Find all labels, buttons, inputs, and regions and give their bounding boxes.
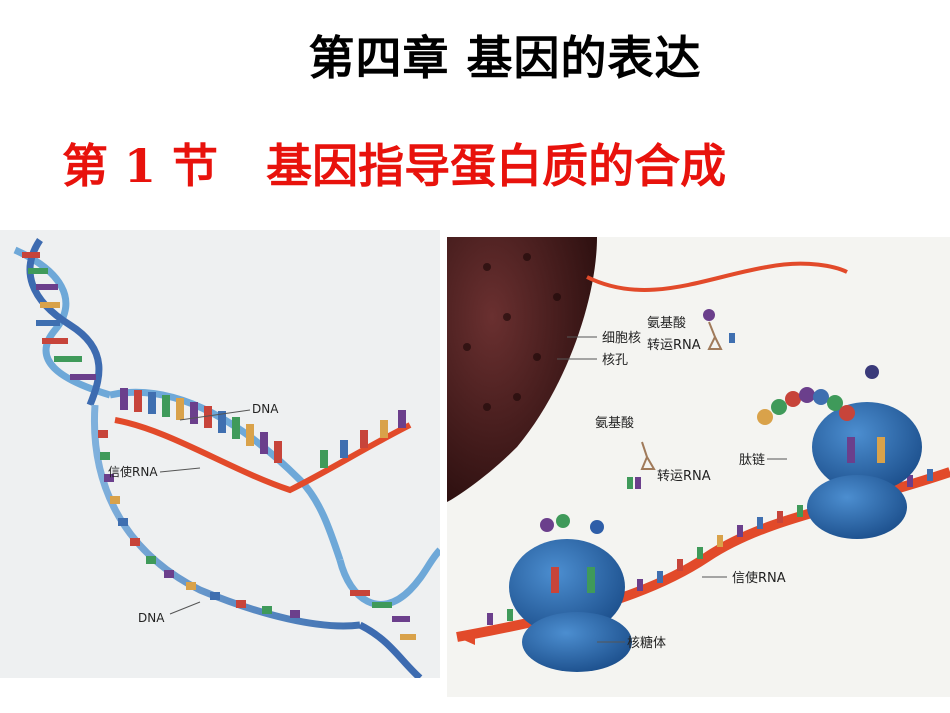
- label-nuclear-pore: 核孔: [602, 353, 628, 368]
- dna-helix-bottom-a: [336, 547, 440, 608]
- translation-figure: 细胞核 核孔 氨基酸 转运RNA 氨基酸 转运RNA 肽链 信使RNA 核糖体: [447, 237, 950, 697]
- label-mrna-right: 信使RNA: [732, 570, 786, 586]
- label-dna-top: DNA: [252, 402, 279, 416]
- dna-bases-lower: [98, 430, 300, 618]
- trna-free-2: [627, 441, 656, 489]
- slide-subtitle: 第 1 节 基因指导蛋白质的合成: [62, 139, 727, 193]
- trna-free-1: [703, 309, 735, 350]
- label-peptide-chain: 肽链: [739, 453, 765, 468]
- nucleus: [447, 237, 597, 502]
- mrna-exiting-nucleus: [586, 261, 848, 292]
- label-mrna-left: 信使RNA: [108, 464, 158, 479]
- peptide-chain: [757, 387, 855, 425]
- transcription-diagram: DNA 信使RNA DNA: [13, 238, 440, 678]
- transcription-figure: DNA 信使RNA DNA: [0, 230, 440, 678]
- dna-base-pairs-top: [22, 252, 96, 380]
- label-ribosome: 核糖体: [627, 635, 666, 651]
- mrna-bases: [120, 388, 406, 468]
- nuclear-pores: [463, 253, 561, 411]
- label-amino-acid-2: 氨基酸: [595, 416, 634, 431]
- mrna-strand-left: [114, 417, 412, 494]
- label-nucleus: 细胞核: [602, 331, 641, 346]
- label-leaders: [557, 336, 787, 643]
- dna-helix-top-strand-b: [26, 238, 103, 407]
- label-dna-bottom: DNA: [138, 611, 165, 625]
- dna-helix-bottom-b: [358, 621, 423, 678]
- translation-diagram: 细胞核 核孔 氨基酸 转运RNA 氨基酸 转运RNA 肽链 信使RNA 核糖体: [447, 237, 950, 672]
- ribosome-right: [807, 365, 922, 539]
- label-amino-acid-1: 氨基酸: [647, 316, 686, 331]
- label-trna-2: 转运RNA: [657, 469, 711, 484]
- dna-base-pairs-bottom: [350, 590, 416, 640]
- ribosome-left: [509, 514, 632, 672]
- slide-title: 第四章 基因的表达: [308, 31, 702, 85]
- label-trna-1: 转运RNA: [647, 338, 701, 353]
